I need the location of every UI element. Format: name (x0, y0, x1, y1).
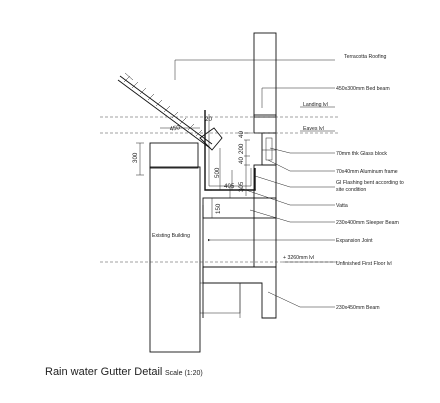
label-landing-lvl: Landing lvl (303, 102, 328, 108)
label-bed-beam: 450x300mm Bed beam (336, 86, 390, 92)
dim-150: 150 (215, 203, 222, 214)
dim-500: 500 (214, 167, 221, 178)
dim-200: 200 (238, 143, 245, 154)
label-glass-block: 70mm thk Glass block (336, 151, 387, 157)
label-first-floor-lvl: Unfinished First Floor lvl (336, 261, 392, 267)
label-existing-building: Existing Building (152, 233, 190, 239)
dim-40b: 40 (238, 157, 245, 164)
dim-40a: 40 (238, 131, 245, 138)
leader-lines (174, 59, 335, 308)
drawing-title: Rain water Gutter Detail (45, 366, 162, 378)
dim-450: 450 (169, 124, 181, 133)
upper-brick-wall (253, 32, 277, 118)
drawing-scale: Scale (1:20) (165, 370, 203, 377)
label-gi-flashing-line2: site condition (336, 187, 366, 193)
existing-building (149, 166, 201, 353)
label-aluminum-frame: 70x40mm Aluminum frame (336, 169, 398, 175)
dim-305: 305 (238, 181, 245, 192)
label-expansion-joint: Expansion Joint (336, 238, 373, 244)
label-level-value: + 3260mm lvl (283, 255, 314, 261)
existing-parapet (149, 142, 199, 169)
lower-brick-wall (253, 164, 277, 268)
label-sleeper-beam: 230x400mm Sleeper Beam (336, 220, 399, 226)
bed-beam (253, 114, 277, 134)
label-vatta: Vatta (336, 203, 348, 209)
label-eaves-lvl: Eaves lvl (303, 126, 324, 132)
dim-300: 300 (132, 152, 139, 163)
sleeper-beam (202, 197, 277, 219)
terracotta-roof (117, 72, 223, 151)
dim-405: 405 (224, 183, 235, 190)
column-gap (199, 282, 241, 314)
label-terracotta-roofing: Terracotta Roofing (344, 54, 387, 60)
label-gi-flashing-line1: GI Flashing bent according to (336, 180, 404, 186)
label-beam-230x450: 230x450mm Beam (336, 305, 380, 311)
beam-230x450 (202, 266, 277, 319)
dim-20: 20 (205, 116, 212, 123)
dimension-lines (136, 127, 256, 218)
